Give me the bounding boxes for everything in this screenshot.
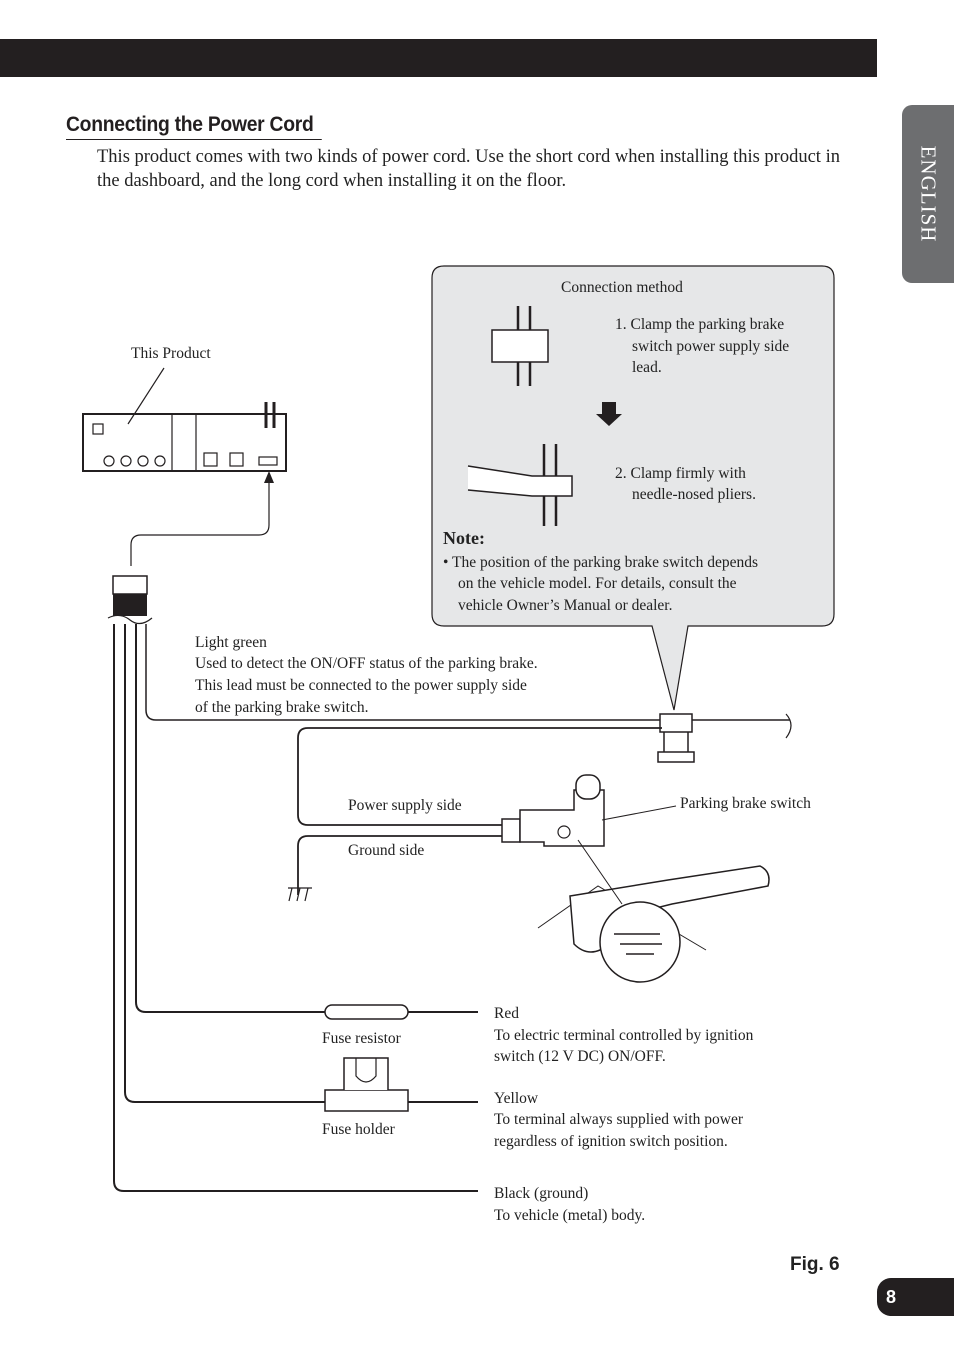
- step1-line3: lead.: [632, 359, 662, 376]
- red-wire-desc-2: switch (12 V DC) ON/OFF.: [494, 1048, 666, 1065]
- black-wire-desc: To vehicle (metal) body.: [494, 1207, 646, 1224]
- intro-paragraph: This product comes with two kinds of pow…: [97, 147, 840, 191]
- parking-brake-switch-label: Parking brake switch: [680, 795, 811, 812]
- note-line1: • The position of the parking brake swit…: [443, 554, 759, 571]
- page-number: 8: [877, 1278, 954, 1316]
- step2-line2: needle-nosed pliers.: [632, 486, 756, 503]
- light-green-desc-2: This lead must be connected to the power…: [195, 677, 527, 694]
- light-green-desc-3: of the parking brake switch.: [195, 699, 369, 716]
- black-wire-label: Black (ground): [494, 1185, 589, 1202]
- step1-line1: 1. Clamp the parking brake: [615, 316, 785, 333]
- step1-line2: switch power supply side: [632, 338, 790, 355]
- yellow-wire-desc-2: regardless of ignition switch position.: [494, 1133, 728, 1150]
- red-wire-label: Red: [494, 1005, 519, 1022]
- step2-line1: 2. Clamp firmly with: [615, 465, 746, 482]
- figure-label: Fig. 6: [790, 1254, 840, 1275]
- yellow-wire-desc-1: To terminal always supplied with power: [494, 1111, 744, 1128]
- callout-box: [431, 265, 835, 711]
- note-line3: vehicle Owner’s Manual or dealer.: [458, 597, 673, 614]
- yellow-wire-label: Yellow: [494, 1090, 539, 1107]
- connection-method-title: Connection method: [561, 279, 683, 296]
- note-title: Note:: [443, 528, 485, 548]
- light-green-label: Light green: [195, 634, 267, 651]
- fuse-holder-label: Fuse holder: [322, 1121, 395, 1138]
- light-green-desc-1: Used to detect the ON/OFF status of the …: [195, 655, 538, 672]
- power-supply-side-label: Power supply side: [348, 797, 462, 814]
- section-title: Connecting the Power Cord: [66, 113, 322, 140]
- language-tab: ENGLISH: [902, 105, 954, 283]
- this-product-label: This Product: [131, 345, 211, 362]
- note-line2: on the vehicle model. For details, consu…: [458, 575, 737, 592]
- ground-side-label: Ground side: [348, 842, 425, 859]
- fuse-resistor-label: Fuse resistor: [322, 1030, 401, 1047]
- head-unit: [82, 413, 287, 472]
- red-wire-desc-1: To electric terminal controlled by ignit…: [494, 1027, 754, 1044]
- header-bar: [0, 39, 877, 77]
